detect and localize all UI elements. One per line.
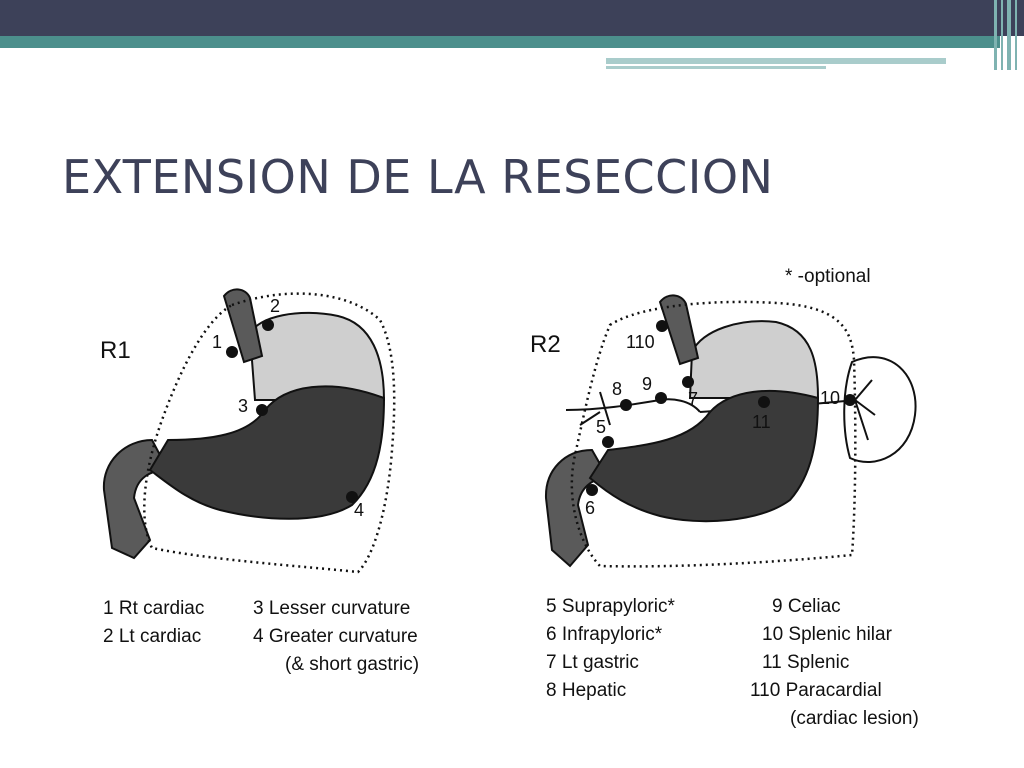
r1-node-label: 2 [270, 296, 280, 316]
accent-line [606, 58, 946, 64]
legend-item: 6 Infrapyloric* [546, 624, 663, 645]
vertical-stripe [994, 0, 997, 70]
r1-stomach-figure: 1 2 3 4 [102, 288, 396, 574]
r2-node-5 [602, 436, 614, 448]
r1-node-label: 4 [354, 500, 364, 520]
legend-item: 10 Splenic hilar [762, 624, 893, 645]
r2-esophagus [658, 294, 700, 366]
legend-item: 8 Hepatic [546, 680, 626, 701]
r2-node-9 [655, 392, 667, 404]
legend-r2-right: 9 Celiac 10 Splenic hilar 11 Splenic 110… [750, 596, 919, 729]
legend-r1: 1 Rt cardiac 2 Lt cardiac 3 Lesser curva… [103, 598, 419, 675]
r2-node-110 [656, 320, 668, 332]
legend-item: 7 Lt gastric [546, 652, 639, 673]
r2-node-11 [758, 396, 770, 408]
accent-line-thin [606, 66, 826, 69]
teal-accent-bar [0, 36, 1000, 48]
r2-node-6 [586, 484, 598, 496]
slide-title: EXTENSION DE LA RESECCION [62, 150, 774, 204]
r1-esophagus [222, 288, 264, 364]
legend-item: 1 Rt cardiac [103, 598, 204, 619]
r2-node-label: 11 [752, 412, 771, 432]
r2-node-label: 6 [585, 498, 595, 518]
r2-node-7 [682, 376, 694, 388]
r2-label: R2 [530, 331, 561, 358]
r2-hepatic-vessels [565, 391, 701, 426]
r2-node-label: 110 [626, 332, 655, 352]
r1-resection-boundary [143, 292, 396, 574]
r2-node-label: 10 [820, 388, 840, 408]
legend-item: (& short gastric) [285, 654, 419, 675]
r2-stomach-body [588, 389, 820, 523]
legend-r2-left: 5 Suprapyloric* 6 Infrapyloric* 7 Lt gas… [546, 596, 675, 701]
r1-node-1 [226, 346, 238, 358]
r2-node-label: 7 [688, 389, 698, 409]
r2-node-label: 5 [596, 417, 606, 437]
r2-fundus [688, 320, 820, 399]
legend-item: 4 Greater curvature [253, 626, 418, 647]
r2-node-8 [620, 399, 632, 411]
r1-node-3 [256, 404, 268, 416]
r1-stomach-body [148, 385, 386, 520]
legend-item: 9 Celiac [772, 596, 841, 617]
r2-spleen [843, 356, 917, 463]
r1-node-label: 3 [238, 396, 248, 416]
vertical-stripe [1001, 0, 1003, 70]
top-banner [0, 0, 1024, 36]
r2-node-10 [844, 394, 856, 406]
vertical-stripe [1007, 0, 1011, 70]
optional-note: * -optional [785, 266, 871, 287]
r1-label: R1 [100, 337, 131, 364]
r1-node-label: 1 [212, 332, 222, 352]
r2-resection-boundary [570, 300, 857, 568]
legend-item: 5 Suprapyloric* [546, 596, 675, 617]
legend-item: 110 Paracardial [750, 680, 882, 701]
r2-node-label: 9 [642, 374, 652, 394]
legend-item: (cardiac lesion) [790, 708, 919, 729]
r1-node-4 [346, 491, 358, 503]
r2-stomach-figure: 110 8 9 7 5 6 10 11 [544, 294, 917, 568]
r2-node-label: 8 [612, 379, 622, 399]
r1-node-2 [262, 319, 274, 331]
legend-item: 11 Splenic [762, 652, 849, 673]
legend-item: 3 Lesser curvature [253, 598, 410, 619]
legend-item: 2 Lt cardiac [103, 626, 201, 647]
vertical-stripe [1015, 0, 1017, 70]
